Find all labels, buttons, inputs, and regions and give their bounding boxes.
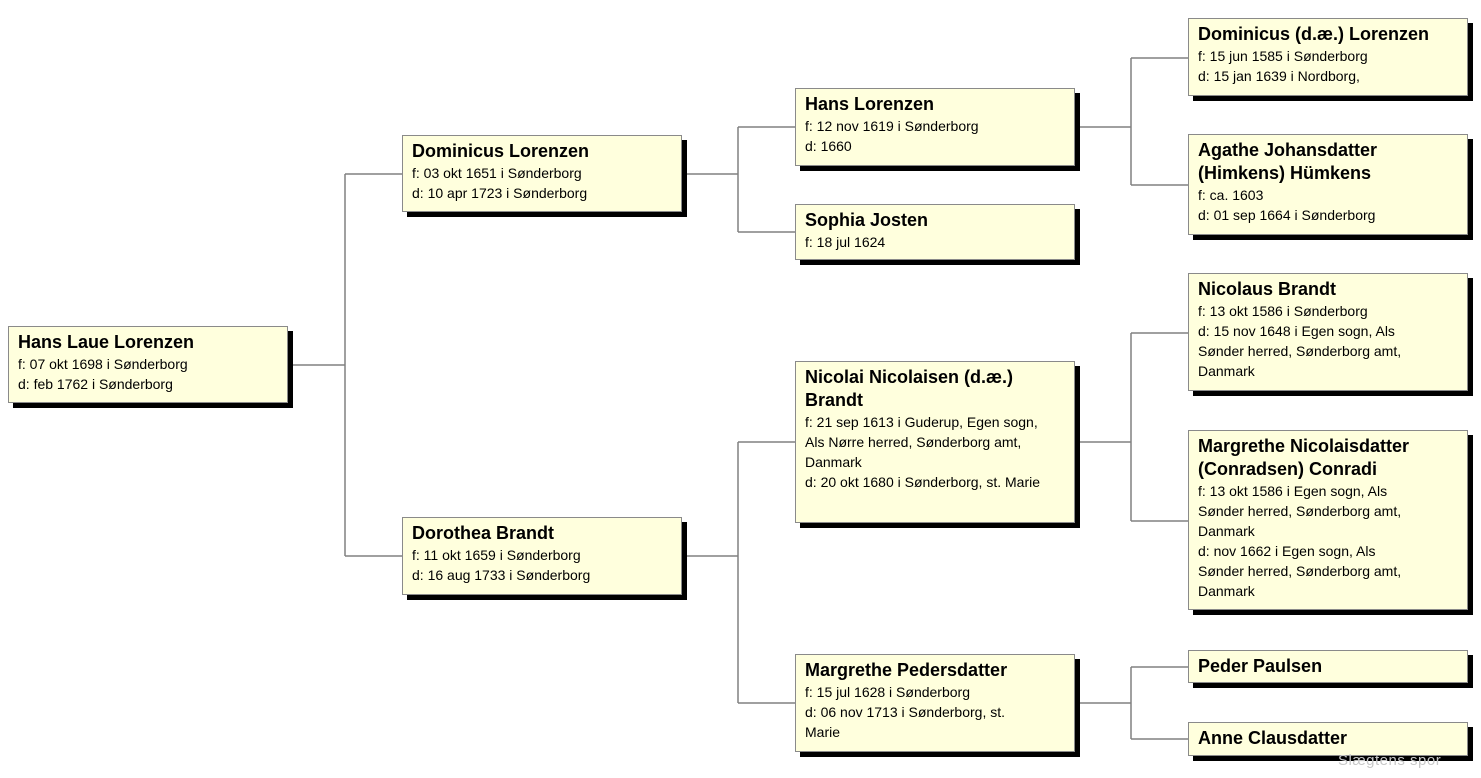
person-box-margrethe-nicolaisdatter-conradi[interactable]: Margrethe Nicolaisdatter (Conradsen) Con… xyxy=(1188,430,1468,610)
person-birth: f: 03 okt 1651 i Sønderborg xyxy=(412,165,582,181)
person-name: Nicolaus Brandt xyxy=(1198,279,1337,299)
person-birth: f: 13 okt 1586 i Egen sogn, Als Sønder h… xyxy=(1198,483,1402,539)
person-birth: f: 11 okt 1659 i Sønderborg xyxy=(412,547,581,563)
person-death: d: feb 1762 i Sønderborg xyxy=(18,376,173,392)
person-birth: f: ca. 1603 xyxy=(1198,187,1264,203)
person-birth: f: 15 jul 1628 i Sønderborg xyxy=(805,684,970,700)
person-death: d: 01 sep 1664 i Sønderborg xyxy=(1198,207,1376,223)
person-death: d: 15 nov 1648 i Egen sogn, Als Sønder h… xyxy=(1198,323,1402,379)
person-box-dominicus-lorenzen[interactable]: Dominicus Lorenzen f: 03 okt 1651 i Sønd… xyxy=(402,135,682,212)
person-box-hans-laue-lorenzen[interactable]: Hans Laue Lorenzen f: 07 okt 1698 i Sønd… xyxy=(8,326,288,403)
person-birth: f: 21 sep 1613 i Guderup, Egen sogn, Als… xyxy=(805,414,1038,470)
person-birth: f: 15 jun 1585 i Sønderborg xyxy=(1198,48,1368,64)
person-birth: f: 18 jul 1624 xyxy=(805,234,886,250)
person-name: Anne Clausdatter xyxy=(1198,728,1348,748)
person-death: d: 10 apr 1723 i Sønderborg xyxy=(412,185,588,201)
person-box-agathe-johansdatter-humkens[interactable]: Agathe Johansdatter (Himkens) Hümkens f:… xyxy=(1188,134,1468,235)
person-name: Margrethe Nicolaisdatter (Conradsen) Con… xyxy=(1198,436,1410,479)
person-name: Peder Paulsen xyxy=(1198,656,1323,676)
person-box-anne-clausdatter[interactable]: Anne Clausdatter xyxy=(1188,722,1468,756)
person-name: Dorothea Brandt xyxy=(412,523,555,543)
person-name: Sophia Josten xyxy=(805,210,929,230)
person-death: d: 1660 xyxy=(805,138,852,154)
person-birth: f: 12 nov 1619 i Sønderborg xyxy=(805,118,979,134)
person-name: Dominicus Lorenzen xyxy=(412,141,590,161)
person-birth: f: 07 okt 1698 i Sønderborg xyxy=(18,356,188,372)
person-box-dominicus-dae-lorenzen[interactable]: Dominicus (d.æ.) Lorenzen f: 15 jun 1585… xyxy=(1188,18,1468,96)
person-box-hans-lorenzen[interactable]: Hans Lorenzen f: 12 nov 1619 i Sønderbor… xyxy=(795,88,1075,166)
person-box-sophia-josten[interactable]: Sophia Josten f: 18 jul 1624 xyxy=(795,204,1075,260)
person-box-margrethe-pedersdatter[interactable]: Margrethe Pedersdatter f: 15 jul 1628 i … xyxy=(795,654,1075,752)
person-name: Dominicus (d.æ.) Lorenzen xyxy=(1198,24,1430,44)
person-death: d: 20 okt 1680 i Sønderborg, st. Marie xyxy=(805,474,1041,490)
person-death: d: nov 1662 i Egen sogn, Als Sønder herr… xyxy=(1198,543,1402,599)
person-name: Nicolai Nicolaisen (d.æ.) Brandt xyxy=(805,367,1014,410)
person-name: Agathe Johansdatter (Himkens) Hümkens xyxy=(1198,140,1378,183)
person-death: d: 16 aug 1733 i Sønderborg xyxy=(412,567,591,583)
person-box-dorothea-brandt[interactable]: Dorothea Brandt f: 11 okt 1659 i Sønderb… xyxy=(402,517,682,595)
person-box-nicolai-nicolaisen-brandt[interactable]: Nicolai Nicolaisen (d.æ.) Brandt f: 21 s… xyxy=(795,361,1075,523)
person-death: d: 15 jan 1639 i Nordborg, xyxy=(1198,68,1360,84)
watermark-text: Slægtens spor xyxy=(1338,752,1442,769)
person-name: Margrethe Pedersdatter xyxy=(805,660,1008,680)
person-box-nicolaus-brandt[interactable]: Nicolaus Brandt f: 13 okt 1586 i Sønderb… xyxy=(1188,273,1468,391)
person-name: Hans Laue Lorenzen xyxy=(18,332,195,352)
person-death: d: 06 nov 1713 i Sønderborg, st. Marie xyxy=(805,704,1006,740)
person-birth: f: 13 okt 1586 i Sønderborg xyxy=(1198,303,1368,319)
person-box-peder-paulsen[interactable]: Peder Paulsen xyxy=(1188,650,1468,683)
person-name: Hans Lorenzen xyxy=(805,94,935,114)
